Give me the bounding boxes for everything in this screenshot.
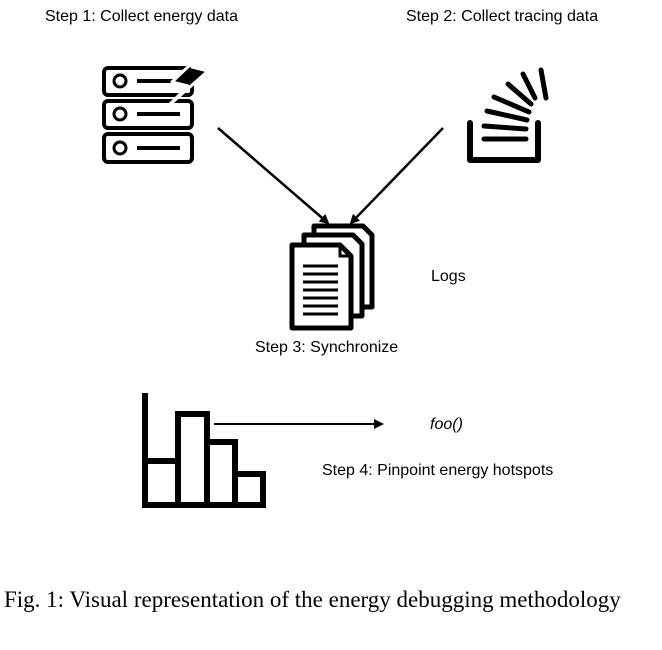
figure-caption: Fig. 1: Visual representation of the ene… [4,587,621,612]
step1-label: Step 1: Collect energy data [45,8,239,25]
methodology-diagram [102,41,549,508]
bar-chart-icon [142,393,266,508]
step3-label: Step 3: Synchronize [255,339,399,356]
documents-stack-icon [289,223,375,331]
logs-label: Logs [431,268,466,285]
arrow-energy-to-logs [217,127,330,225]
step2-label: Step 2: Collect tracing data [406,8,599,25]
arrow-trace-to-logs [349,127,444,225]
step4-label: Step 4: Pinpoint energy hotspots [322,462,554,479]
trace-stream-icon [467,67,549,163]
server-energy-icon [102,41,215,164]
function-label: foo() [430,416,463,433]
